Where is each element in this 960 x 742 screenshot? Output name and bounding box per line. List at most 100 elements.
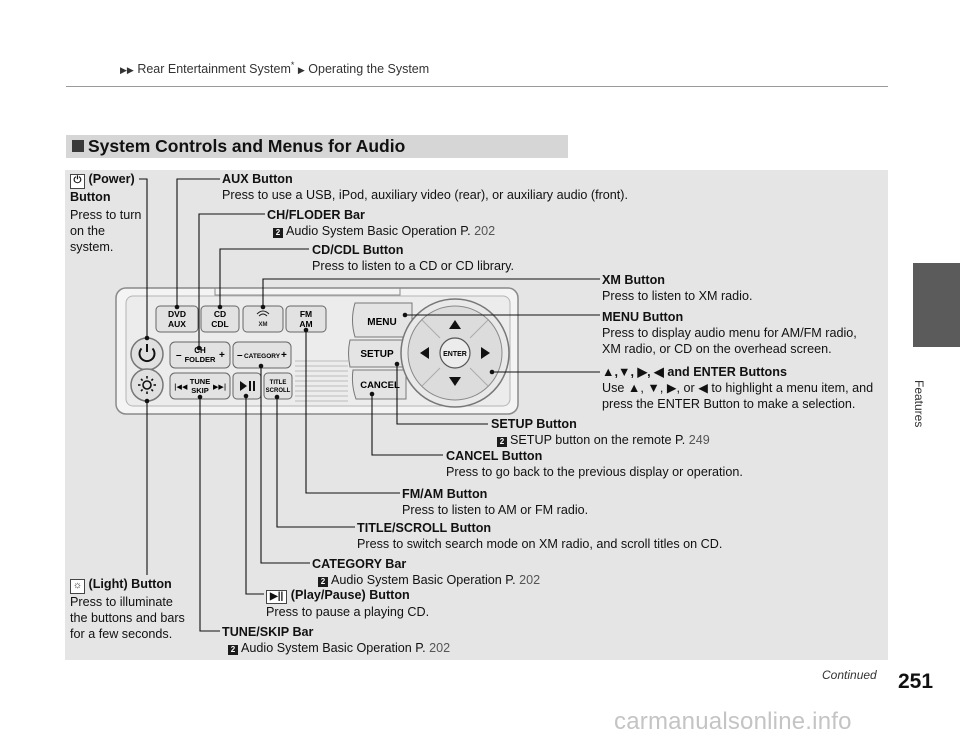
xm-label-block: XM Button Press to listen to XM radio.: [602, 272, 753, 304]
page-number: 251: [898, 670, 934, 693]
arrows-label-block: ▲,▼, ▶, ◀ and ENTER Buttons Use ▲, ▼, ▶,…: [602, 365, 874, 411]
menu-label-block: MENU Button Press to display audio menu …: [602, 309, 857, 357]
menu-title: MENU Button: [602, 310, 684, 324]
title-scroll-title: TITLE/SCROLL Button: [357, 521, 492, 535]
cdl-label: CDL: [211, 319, 228, 329]
up-arrow-icon: ▲: [602, 365, 615, 379]
ch-folder-bar: [169, 341, 231, 369]
watermark: carmanualsonline.info: [614, 708, 852, 735]
section-title: System Controls and Menus for Audio: [88, 136, 406, 156]
scroll-label: SCROLL: [266, 388, 291, 394]
category-title: CATEGORY Bar: [312, 557, 407, 571]
play-pause-icon: [240, 381, 255, 391]
setup-title: SETUP Button: [491, 417, 577, 431]
power-icon: [138, 344, 156, 363]
tune-page[interactable]: 202: [429, 641, 451, 655]
title-scroll-desc: Press to switch search mode on XM radio,…: [357, 537, 723, 551]
power-desc: Press to turn on the system.: [70, 208, 142, 254]
down-arrow-icon: ▼: [617, 365, 631, 379]
reference-icon: 2: [497, 437, 507, 447]
menu-button: [352, 302, 413, 338]
dvd-label: DVD: [168, 309, 186, 319]
setup-page[interactable]: 249: [688, 433, 710, 447]
svg-text:–: –: [237, 350, 243, 361]
tune-title: TUNE/SKIP Bar: [222, 625, 314, 639]
down-arrow-icon: [449, 377, 461, 386]
power-label: ⏻ (Power) Button Press to turn on the sy…: [70, 171, 142, 255]
breadcrumb-arrow-icon: ▶: [297, 65, 305, 76]
xm-logo-icon: XM: [256, 310, 270, 328]
cancel-label: CANCEL: [360, 380, 400, 391]
light-icon: [138, 376, 156, 394]
tune-label: TUNE: [190, 377, 210, 386]
cancel-desc: Press to go back to the previous display…: [446, 465, 743, 479]
left-arrow-icon: ◀: [654, 365, 664, 379]
svg-text:+: +: [219, 350, 225, 361]
section-square-icon: [72, 140, 84, 152]
ch-folder-page[interactable]: 202: [474, 224, 496, 238]
arrows-desc-1: to highlight a menu item, and: [711, 381, 874, 395]
right-arrow-icon: ▶: [637, 365, 648, 379]
ch-label: CH: [194, 346, 206, 355]
breadcrumb-arrow-icon: ▶▶: [120, 65, 134, 76]
up-arrow-icon: [449, 320, 461, 329]
light-icon: ☼: [70, 579, 85, 594]
arrows-title: and ENTER Buttons: [667, 365, 787, 379]
xm-button: [242, 305, 284, 333]
aux-label: AUX: [168, 319, 186, 329]
breadcrumb-item[interactable]: Operating the System: [308, 62, 430, 77]
vent-slots: [295, 360, 348, 402]
fm-label: FM: [300, 309, 312, 319]
arrows-desc-or: or: [683, 381, 695, 395]
aux-desc: Press to use a USB, iPod, auxiliary vide…: [222, 188, 628, 202]
aux-title: AUX Button: [222, 172, 293, 186]
section-title-bar: System Controls and Menus for Audio: [66, 135, 568, 158]
cd-label: CD: [214, 309, 226, 319]
category-ref[interactable]: Audio System Basic Operation P.: [331, 573, 516, 587]
cancel-label-block: CANCEL Button Press to go back to the pr…: [446, 448, 743, 480]
title-scroll-label-block: TITLE/SCROLL Button Press to switch sear…: [357, 520, 722, 552]
header-rule: [66, 86, 888, 87]
am-label: AM: [299, 319, 312, 329]
right-arrow-icon: [481, 347, 490, 359]
breadcrumb-item[interactable]: Rear Entertainment System: [137, 62, 291, 77]
leader-dots: [144, 304, 495, 404]
light-title: (Light) Button: [88, 577, 172, 591]
enter-button: [439, 337, 471, 369]
aux-label-block: AUX Button Press to use a USB, iPod, aux…: [222, 171, 628, 203]
power-button: [130, 337, 164, 371]
tune-ref[interactable]: Audio System Basic Operation P.: [241, 641, 426, 655]
left-arrow-icon: [420, 347, 429, 359]
svg-text:+: +: [281, 350, 287, 361]
svg-text:▶▶|: ▶▶|: [213, 383, 226, 392]
light-label-block: ☼ (Light) Button Press to illuminate the…: [70, 576, 188, 642]
leader-lines: [139, 178, 600, 632]
menu-desc-2: XM radio, or CD on the overhead screen.: [602, 342, 832, 356]
arrows-desc-2: press the ENTER Button to make a selecti…: [602, 397, 856, 411]
ch-folder-ref[interactable]: Audio System Basic Operation P.: [286, 224, 471, 238]
fmam-title: FM/AM Button: [402, 487, 488, 501]
category-label: CATEGORY: [244, 353, 281, 360]
play-pause-icon: ▶||: [266, 590, 288, 604]
power-title: (Power) Button: [70, 172, 135, 204]
cd-desc: Press to listen to a CD or CD library.: [312, 259, 515, 273]
reference-icon: 2: [228, 645, 238, 655]
cd-title: CD/CDL Button: [312, 243, 404, 257]
asterisk: *: [290, 60, 295, 70]
menu-desc-1: Press to display audio menu for AM/FM ra…: [602, 326, 857, 340]
folder-label: FOLDER: [185, 355, 216, 364]
continued-label: Continued: [822, 668, 877, 682]
reference-icon: 2: [273, 228, 283, 238]
category-page[interactable]: 202: [519, 573, 541, 587]
playpause-title: (Play/Pause) Button: [290, 588, 410, 602]
power-icon: ⏻: [70, 174, 85, 189]
cancel-button: [351, 369, 407, 400]
setup-ref[interactable]: SETUP button on the remote P.: [510, 433, 686, 447]
cancel-title: CANCEL Button: [446, 449, 543, 463]
svg-text:–: –: [176, 350, 182, 361]
cd-label-block: CD/CDL Button Press to listen to a CD or…: [312, 242, 514, 274]
